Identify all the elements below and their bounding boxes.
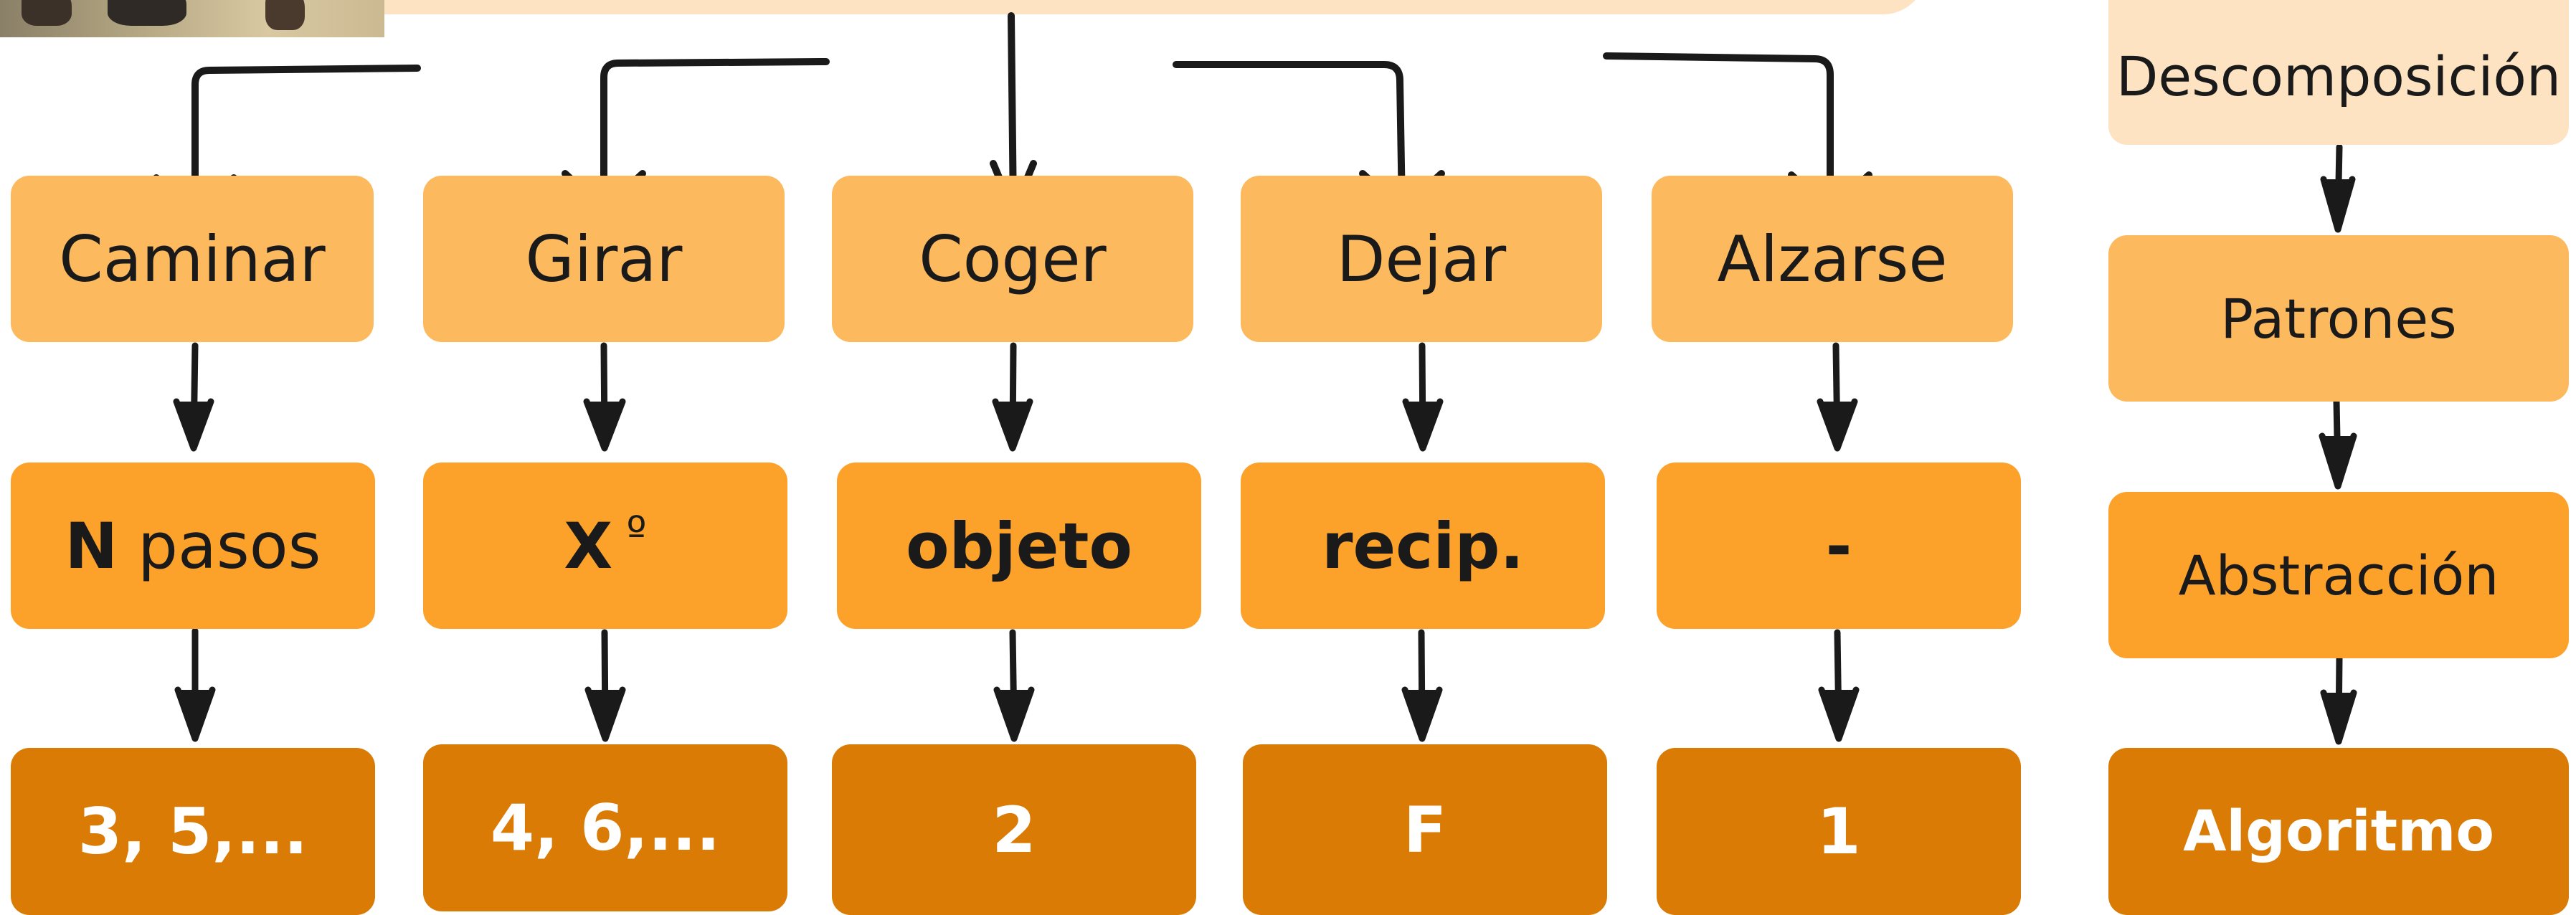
- parameter-box-girar: X º: [423, 463, 787, 629]
- values-box-caminar: 3, 5,...: [11, 748, 375, 915]
- action-box-coger: Coger: [832, 176, 1193, 342]
- values-label: 2: [992, 792, 1036, 867]
- values-box-coger: 2: [832, 744, 1196, 915]
- parameter-rest: pasos: [118, 508, 321, 583]
- parameter-bold: X: [564, 508, 613, 583]
- values-box-alzarse: 1: [1657, 748, 2021, 915]
- legend-label: Descomposición: [2116, 44, 2562, 108]
- action-label: Coger: [919, 222, 1107, 296]
- legend-label: Abstracción: [2178, 543, 2499, 607]
- values-box-dejar: F: [1243, 744, 1607, 915]
- parameter-bold: N: [65, 508, 118, 583]
- values-label: 1: [1817, 795, 1861, 868]
- values-box-girar: 4, 6,...: [423, 744, 787, 911]
- parameter-box-coger: objeto: [837, 463, 1201, 629]
- parameter-box-alzarse: -: [1657, 463, 2021, 629]
- legend-algoritmo: Algoritmo: [2108, 748, 2569, 915]
- action-label: Dejar: [1336, 222, 1507, 296]
- action-box-dejar: Dejar: [1241, 176, 1602, 342]
- parameter-rest: º: [612, 508, 647, 558]
- legend-label: Algoritmo: [2183, 799, 2494, 864]
- decomposition-banner: [384, 0, 1926, 14]
- illustration-image: [0, 0, 384, 37]
- values-label: 4, 6,...: [490, 791, 721, 865]
- action-box-alzarse: Alzarse: [1652, 176, 2013, 342]
- values-label: 3, 5,...: [77, 795, 308, 868]
- action-label: Girar: [525, 222, 683, 296]
- action-label: Caminar: [59, 222, 326, 296]
- legend-abstraccion: Abstracción: [2108, 492, 2569, 658]
- parameter-box-dejar: recip.: [1241, 463, 1605, 629]
- legend-patrones: Patrones: [2108, 235, 2569, 402]
- action-box-girar: Girar: [423, 176, 785, 342]
- legend-label: Patrones: [2220, 286, 2457, 351]
- parameter-bold: -: [1825, 508, 1852, 583]
- parameter-bold: objeto: [906, 508, 1132, 583]
- action-box-caminar: Caminar: [11, 176, 374, 342]
- parameter-box-caminar: N pasos: [11, 463, 375, 629]
- values-label: F: [1403, 792, 1447, 867]
- parameter-bold: recip.: [1322, 508, 1524, 583]
- legend-descomposicion: Descomposición: [2108, 0, 2569, 145]
- action-label: Alzarse: [1717, 222, 1948, 296]
